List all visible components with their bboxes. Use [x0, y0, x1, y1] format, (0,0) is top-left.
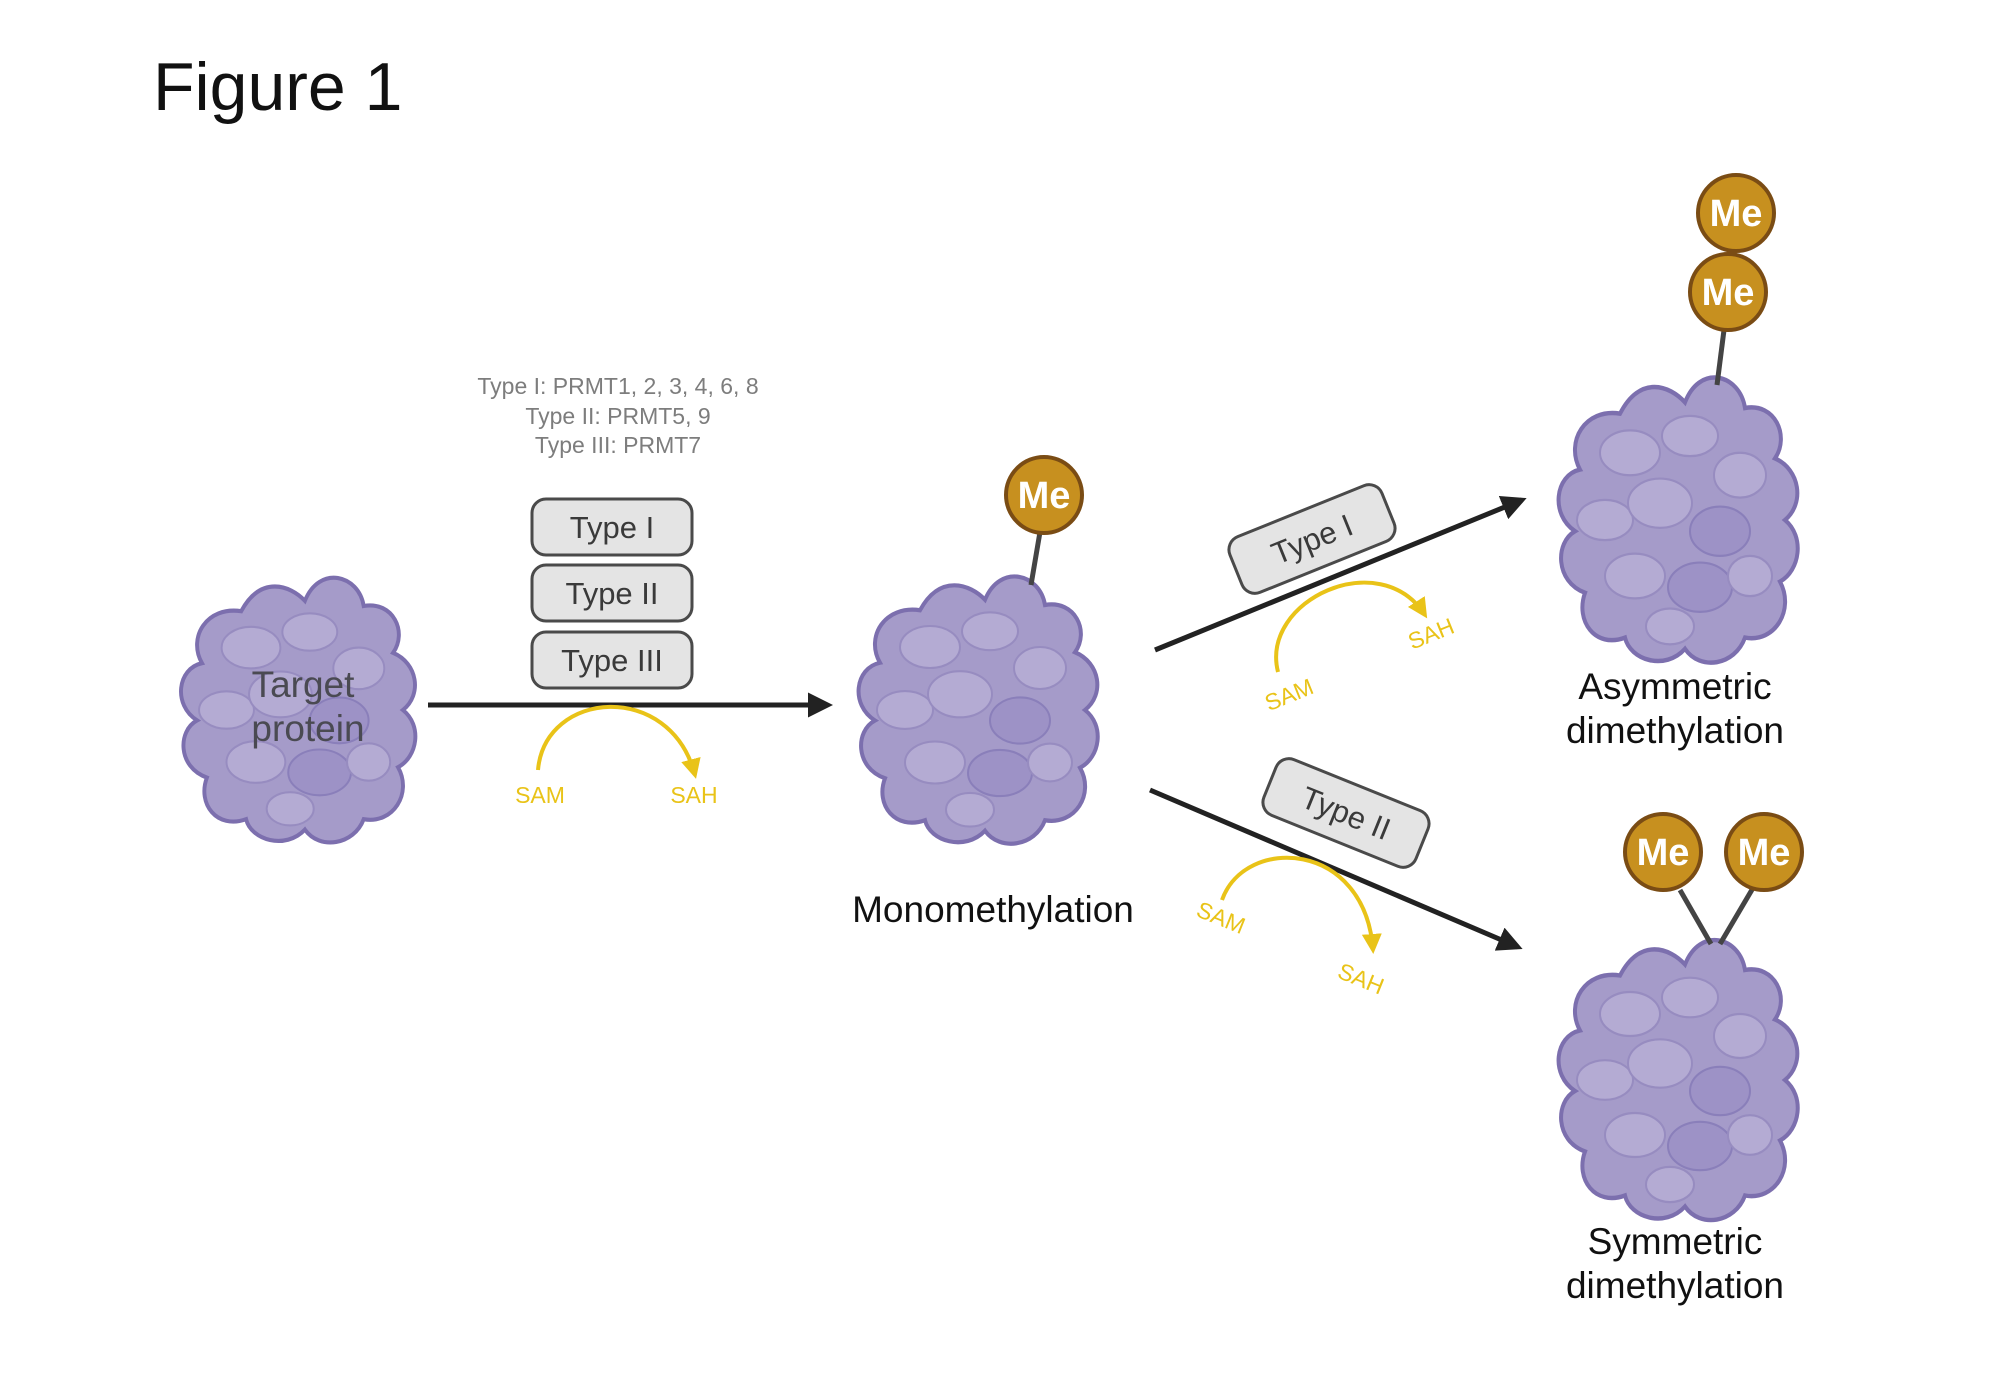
symmetric-methyl-group-right: Me — [1724, 812, 1804, 892]
asymmetric-methyl-label-2: Me — [1710, 193, 1763, 235]
monomethylation-label: Monomethylation — [852, 889, 1134, 930]
symmetric-sah-label: SAH — [1334, 958, 1388, 1000]
monomethyl-protein: Me — [859, 455, 1098, 844]
type-i-box: Type I — [530, 497, 694, 557]
type-ii-box: Type II — [530, 563, 694, 623]
symmetric-cofactor-arc — [1220, 855, 1382, 954]
symmetric-methyl-label-left: Me — [1637, 832, 1690, 874]
asymmetric-reaction-arrow — [1154, 495, 1527, 653]
symmetric-methyl-linker-left — [1677, 888, 1714, 946]
target-protein: Target protein — [181, 578, 415, 843]
figure-title: Figure 1 — [153, 49, 402, 125]
symmetric-methyl-linker-right — [1717, 886, 1756, 946]
asymmetric-methyl-group-2: Me — [1696, 173, 1776, 253]
asymmetric-sam-label: SAM — [1261, 673, 1317, 716]
target-protein-label-line1: Target — [252, 664, 356, 705]
first-cofactor-arc — [536, 704, 701, 779]
symmetric-methyl-group-left: Me — [1623, 812, 1703, 892]
monomethyl-protein-blob — [859, 576, 1098, 843]
symmetric-label-line1: Symmetric — [1588, 1221, 1763, 1262]
prmt-type-i-line: Type I: PRMT1, 2, 3, 4, 6, 8 — [477, 373, 758, 399]
asymmetric-label-line1: Asymmetric — [1578, 666, 1771, 707]
type-i-label: Type I — [570, 510, 654, 545]
asymmetric-methyl-group-1: Me — [1688, 252, 1768, 332]
symmetric-protein-blob — [1559, 940, 1798, 1220]
asymmetric-label-line2: dimethylation — [1566, 710, 1784, 751]
symmetric-protein: Me Me — [1559, 812, 1804, 1220]
type-ii-label: Type II — [565, 576, 658, 611]
target-protein-label-line2: protein — [251, 708, 364, 749]
symmetric-reaction-arrow — [1149, 787, 1523, 951]
asymmetric-protein: Me Me — [1559, 173, 1798, 663]
methyl-linker — [1028, 531, 1043, 586]
type-iii-label: Type III — [561, 643, 663, 678]
enzyme-type-stack: Type I Type II Type III — [530, 497, 694, 690]
methyl-label: Me — [1018, 475, 1071, 517]
asymmetric-type-box: Type I — [1227, 483, 1397, 595]
prmt-type-ii-line: Type II: PRMT5, 9 — [525, 403, 710, 429]
type-iii-box: Type III — [530, 630, 694, 690]
asymmetric-protein-blob — [1559, 378, 1798, 663]
symmetric-type-box: Type II — [1261, 757, 1431, 869]
prmt-type-list: Type I: PRMT1, 2, 3, 4, 6, 8 Type II: PR… — [477, 373, 758, 458]
symmetric-label-line2: dimethylation — [1566, 1265, 1784, 1306]
symmetric-methyl-label-right: Me — [1738, 832, 1791, 874]
prmt-type-iii-line: Type III: PRMT7 — [535, 432, 701, 458]
asymmetric-sah-label: SAH — [1404, 613, 1458, 655]
first-sam-label: SAM — [515, 782, 565, 808]
methyl-group: Me — [1004, 455, 1084, 535]
first-sah-label: SAH — [670, 782, 717, 808]
asymmetric-cofactor-arc — [1274, 580, 1428, 673]
asymmetric-methyl-linker — [1714, 329, 1727, 386]
symmetric-sam-label: SAM — [1193, 896, 1249, 939]
asymmetric-methyl-label-1: Me — [1702, 272, 1755, 314]
